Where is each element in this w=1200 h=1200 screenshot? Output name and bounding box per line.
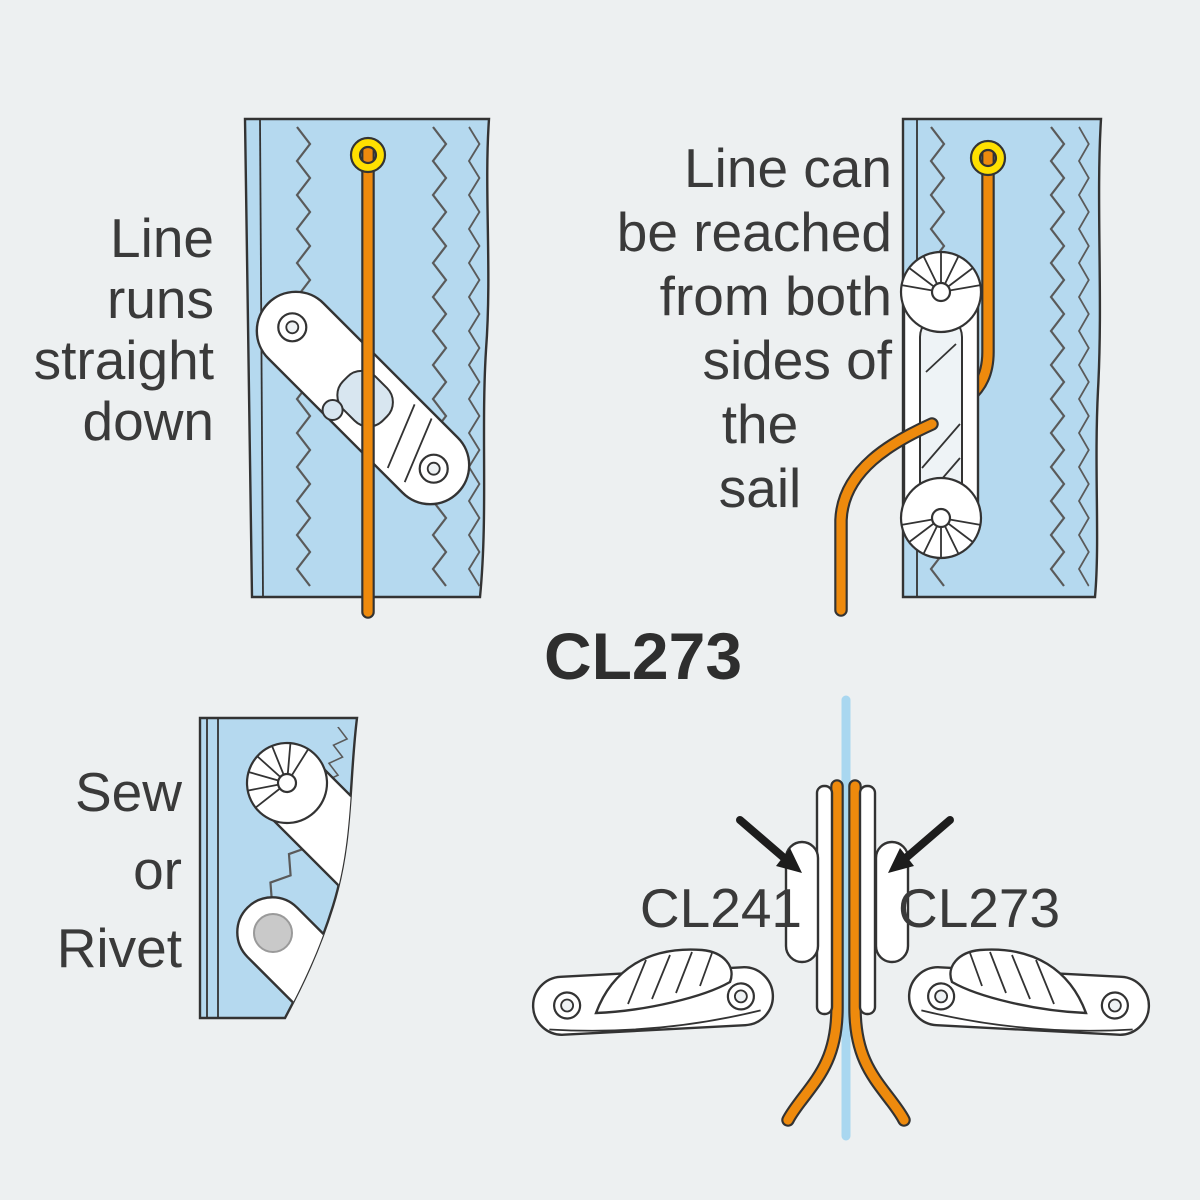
label-cl273: CL273 (898, 877, 1061, 939)
cleat-cl273-edge-mounted (902, 256, 980, 552)
product-title: CL273 (543, 619, 743, 693)
figure-sew-or-rivet (198, 716, 359, 1020)
clamped-cleat-profiles (784, 784, 910, 1016)
stitch-fan-bottom (899, 476, 983, 560)
figure-both-sides (841, 117, 1103, 610)
stitch-fan-top (899, 250, 983, 334)
figure-straight-down (243, 117, 491, 612)
caption-line-runs-straight-down: Line runs straight down (14, 208, 214, 452)
caption-line: straight (33, 329, 214, 391)
caption-line: be reached (616, 201, 892, 263)
caption-line-reached-both-sides: Line can be reached from both sides of t… (552, 136, 892, 520)
caption-line: Line (110, 207, 214, 269)
cleat-perspective-left (530, 948, 776, 1038)
sail-seam-line (259, 118, 264, 598)
caption-line: or (133, 839, 182, 901)
sail-seam-line (206, 718, 219, 1018)
caption-line: sail (718, 457, 802, 519)
rivet (253, 913, 293, 953)
label-cl241: CL241 (639, 877, 802, 939)
arrow-left-icon (736, 816, 802, 873)
caption-line: from both (659, 265, 892, 327)
caption-line: Sew (75, 761, 182, 823)
cleat-perspective-right (906, 948, 1152, 1038)
caption-sew-or-rivet: Sew or Rivet (16, 753, 182, 987)
caption-line: Rivet (56, 917, 182, 979)
caption-line: the (721, 393, 799, 455)
caption-line: runs (107, 268, 214, 330)
caption-line: Line can (684, 137, 892, 199)
arrow-right-icon (888, 816, 954, 873)
caption-line: sides of (702, 329, 892, 391)
figure-back-to-back-pair (530, 695, 1152, 1141)
caption-line: down (82, 390, 214, 452)
